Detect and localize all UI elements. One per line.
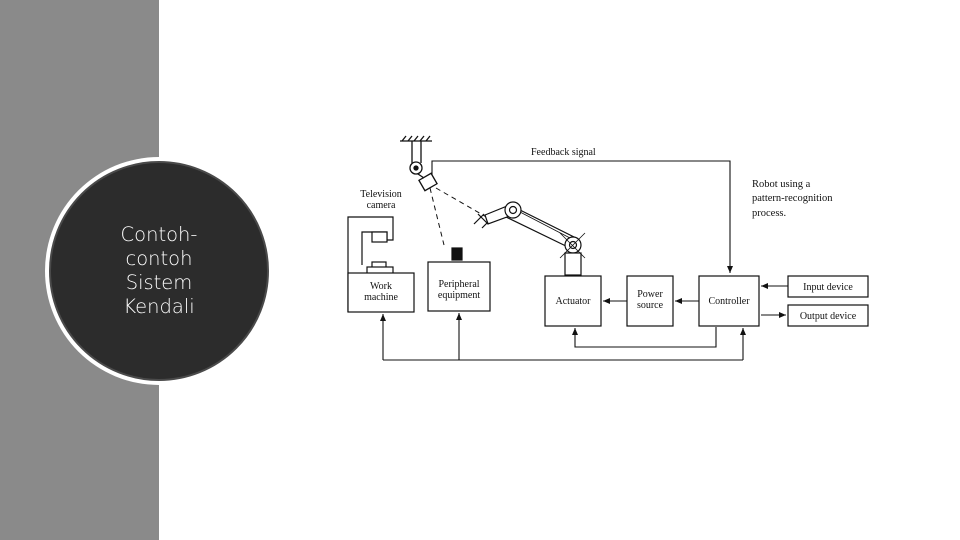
slide-title: Contoh-contoh Sistem Kendali <box>120 223 198 318</box>
peripheral-label-1: Peripheral <box>438 279 479 290</box>
robot-description-1: Robot using a <box>752 179 811 190</box>
ceiling-mount <box>400 135 432 175</box>
input-device-label: Input device <box>803 282 853 293</box>
controller-label: Controller <box>708 296 750 307</box>
work-machine-label-1: Work <box>370 281 392 292</box>
peripheral-equipment-box <box>427 247 491 312</box>
peripheral-label-2: equipment <box>438 290 480 301</box>
power-source-label-2: source <box>637 300 664 311</box>
actuator-label: Actuator <box>556 296 592 307</box>
television-label: Television <box>360 189 402 200</box>
actuator-box <box>544 275 602 327</box>
work-machine-label-2: machine <box>364 292 398 303</box>
power-source-box <box>626 275 674 327</box>
signal-arrows <box>380 283 788 361</box>
output-device-label: Output device <box>800 311 857 322</box>
title-container: Contoh-contoh Sistem Kendali <box>49 161 269 381</box>
feedback-signal-line <box>431 160 733 273</box>
title-circle <box>49 161 269 381</box>
robot-arm <box>473 201 586 276</box>
camera-label: camera <box>367 200 396 211</box>
feedback-signal-label: Feedback signal <box>531 147 596 158</box>
power-source-label-1: Power <box>637 289 663 300</box>
robot-description-3: process. <box>752 208 786 219</box>
camera-view-lines <box>429 187 489 246</box>
controller-box <box>698 275 760 327</box>
television-camera <box>417 172 438 192</box>
output-device-box <box>787 304 869 327</box>
work-machine-box <box>347 216 415 313</box>
robot-description-2: pattern-recognition <box>752 193 833 204</box>
